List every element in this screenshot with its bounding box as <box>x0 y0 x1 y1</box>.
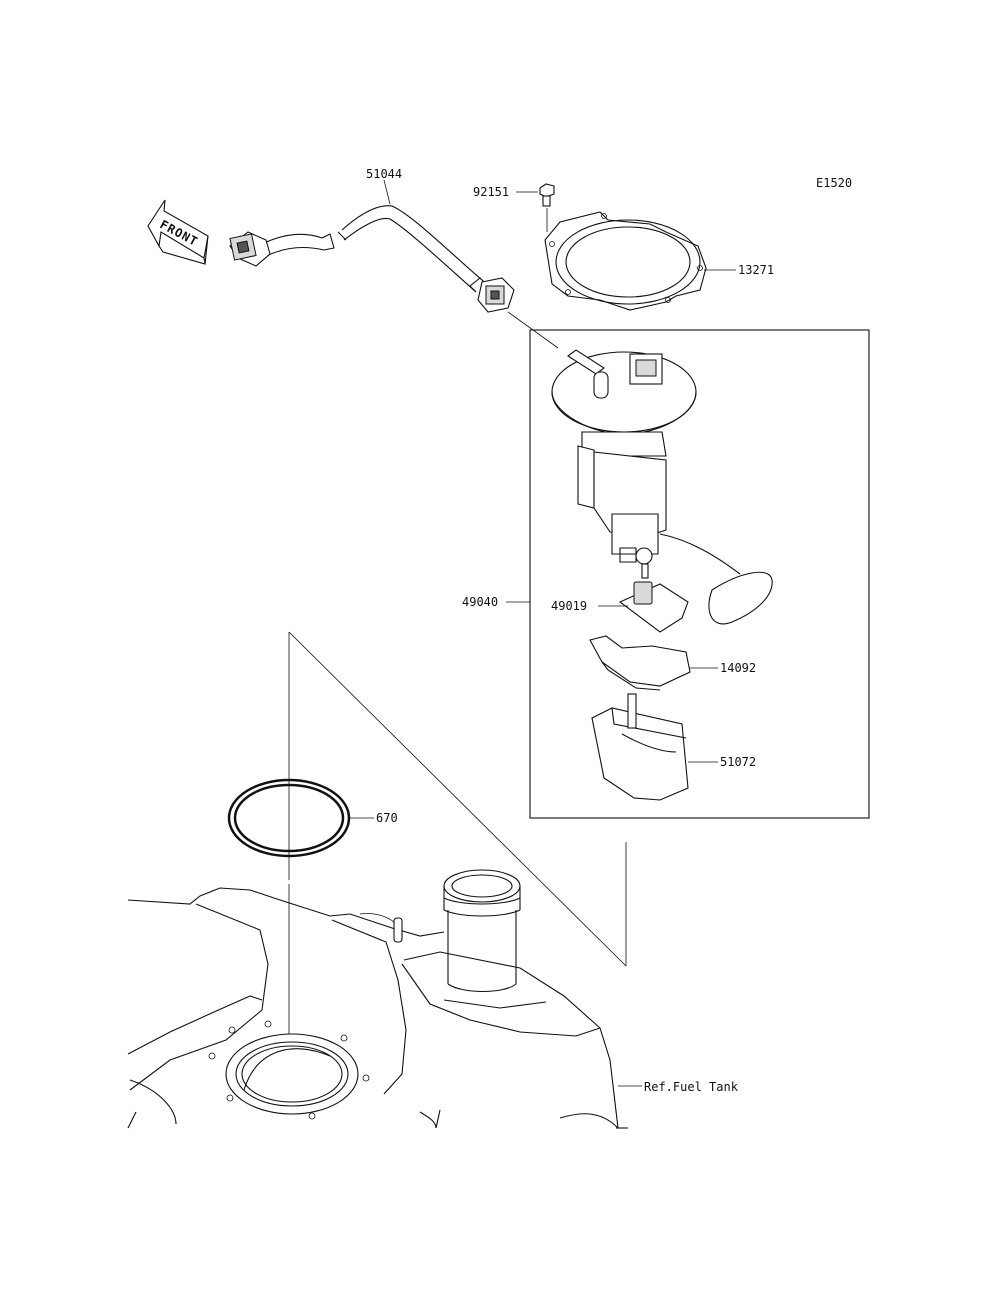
diagram-code: E1520 <box>816 176 852 190</box>
fuel-hose <box>229 205 515 313</box>
pump-assembly-box <box>529 329 870 819</box>
label-pump-assembly: 49040 <box>462 595 498 609</box>
label-filter: 49019 <box>551 599 587 613</box>
label-bracket: 14092 <box>720 661 756 675</box>
fuel-tank <box>127 869 628 1129</box>
label-hose: 51044 <box>366 167 402 181</box>
label-bolt: 92151 <box>473 185 509 199</box>
bracket <box>589 635 691 691</box>
fuel-filter <box>618 581 689 633</box>
label-o-ring: 670 <box>376 811 398 825</box>
label-fuel-tank-ref: Ref.Fuel Tank <box>644 1080 739 1094</box>
gasket-ring <box>544 211 707 311</box>
fuel-pump-assembly <box>551 349 773 625</box>
reservoir-cup <box>591 693 689 801</box>
front-arrow-icon: FRONT <box>147 199 209 265</box>
label-cup: 51072 <box>720 755 756 769</box>
bolt-icon <box>539 183 555 207</box>
label-gasket: 13271 <box>738 263 774 277</box>
